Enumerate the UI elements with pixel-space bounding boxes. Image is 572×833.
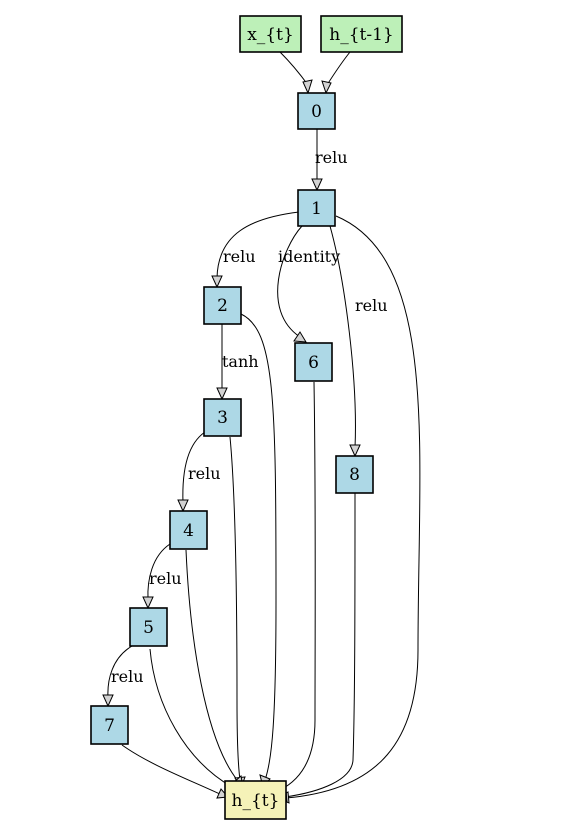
arrowhead-5-to-7 <box>102 694 114 708</box>
node-0-label: 0 <box>311 102 322 122</box>
node-5: 5 <box>129 607 168 647</box>
node-4-label: 4 <box>183 521 194 541</box>
edge-label-1-2: relu <box>223 247 256 266</box>
arrowhead-0-to-1 <box>311 178 323 192</box>
node-6-box <box>294 342 333 382</box>
node-h-t: h_{t} <box>224 780 287 820</box>
node-1: 1 <box>297 189 336 227</box>
node-x-t: x_{t} <box>239 15 302 53</box>
edge-7-to-ht <box>121 744 223 796</box>
node-6: 6 <box>294 342 333 382</box>
node-h-prev-box <box>320 15 403 53</box>
edge-5-to-7 <box>107 645 133 699</box>
edge-label-5-7: relu <box>111 667 144 686</box>
node-h-t-label: h_{t} <box>232 791 280 811</box>
node-h-t-box <box>224 780 287 820</box>
arrowhead-1-to-2 <box>211 275 223 289</box>
edge-8-to-ht <box>284 492 356 798</box>
node-7-box <box>90 705 129 745</box>
edge-3-to-4 <box>182 431 206 504</box>
node-8-box <box>335 455 374 494</box>
node-2-box <box>203 286 242 325</box>
edge-2-to-ht <box>240 313 277 781</box>
edge-h-prev-to-0 <box>326 51 351 86</box>
node-5-box <box>129 607 168 647</box>
node-x-t-label: x_{t} <box>247 25 294 45</box>
node-3-label: 3 <box>217 408 228 428</box>
edge-label-3-4: relu <box>188 464 221 483</box>
arrowhead-1-to-6 <box>293 331 307 343</box>
arrowhead-2-to-3 <box>216 387 228 401</box>
arrowhead-1-to-8 <box>349 444 361 458</box>
edge-1-to-2 <box>216 211 300 279</box>
arrowhead-3-to-4 <box>177 499 189 513</box>
edge-label-0-1: relu <box>315 148 348 167</box>
node-x-t-box <box>239 15 302 53</box>
node-7: 7 <box>90 705 129 745</box>
node-4: 4 <box>169 510 208 550</box>
node-8: 8 <box>335 455 374 494</box>
arrowhead-4-to-5 <box>142 596 154 610</box>
node-3: 3 <box>203 398 242 437</box>
node-4-box <box>169 510 208 550</box>
node-2-label: 2 <box>217 296 228 316</box>
node-5-label: 5 <box>143 618 154 638</box>
edge-label-1-8: relu <box>355 296 388 315</box>
edge-5-to-ht <box>149 648 233 788</box>
edge-label-2-3: tanh <box>222 352 259 371</box>
edge-6-to-ht <box>279 381 316 791</box>
node-h-prev-label: h_{t-1} <box>329 25 393 45</box>
edge-1-to-8 <box>329 225 356 449</box>
node-h-prev: h_{t-1} <box>320 15 403 53</box>
node-6-label: 6 <box>308 353 319 373</box>
node-1-box <box>297 189 336 227</box>
node-0: 0 <box>297 92 336 130</box>
node-2: 2 <box>203 286 242 325</box>
node-0-box <box>297 92 336 130</box>
edge-4-to-5 <box>147 543 171 601</box>
node-3-box <box>203 398 242 437</box>
edge-1-to-ht <box>285 215 421 799</box>
edge-x-to-0 <box>279 51 309 86</box>
edge-4-to-ht <box>185 549 239 782</box>
edge-label-1-6: identity <box>278 247 340 266</box>
edge-1-to-6 <box>277 225 303 338</box>
arrowhead-h-prev-to-0 <box>321 80 332 95</box>
edge-3-to-ht <box>229 436 241 781</box>
node-1-label: 1 <box>311 199 322 219</box>
edge-label-4-5: relu <box>149 569 182 588</box>
node-8-label: 8 <box>349 465 360 485</box>
node-7-label: 7 <box>104 716 115 736</box>
arrowhead-x-to-0 <box>302 79 313 95</box>
